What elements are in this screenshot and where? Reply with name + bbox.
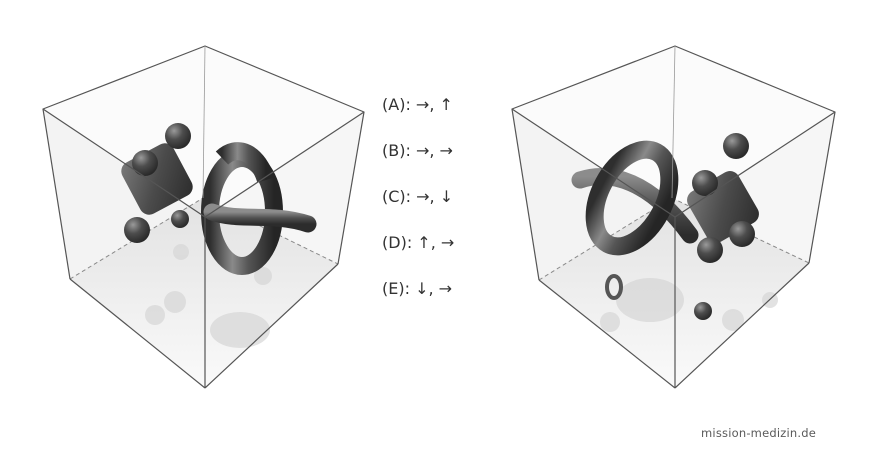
floor-shadows — [600, 278, 778, 332]
option-letter: (D) — [382, 233, 407, 252]
torus-with-tube — [571, 140, 699, 256]
torus-with-tube — [201, 142, 317, 275]
small-ring — [605, 274, 623, 300]
option-a[interactable]: (A): →, ↑ — [382, 95, 453, 114]
cube-edges — [511, 45, 836, 389]
answer-options: (A): →, ↑ (B): →, → (C): →, ↓ (D): ↑, → … — [382, 94, 492, 324]
left-cube-figure — [42, 45, 365, 389]
option-rotation: ↑, → — [417, 233, 455, 252]
floor-shadows — [145, 244, 272, 348]
option-letter: (B) — [382, 141, 406, 160]
option-rotation: →, ↓ — [416, 187, 454, 206]
option-letter: (E) — [382, 279, 405, 298]
ball-and-box-molecule — [687, 133, 759, 263]
option-d[interactable]: (D): ↑, → — [382, 233, 455, 252]
option-b[interactable]: (B): →, → — [382, 141, 453, 160]
cube-edges — [42, 45, 365, 389]
option-letter: (C) — [382, 187, 406, 206]
small-ball — [694, 302, 712, 320]
option-rotation: →, → — [415, 141, 453, 160]
option-e[interactable]: (E): ↓, → — [382, 279, 453, 298]
option-rotation: ↓, → — [415, 279, 453, 298]
option-c[interactable]: (C): →, ↓ — [382, 187, 454, 206]
option-letter: (A) — [382, 95, 406, 114]
watermark: mission-medizin.de — [701, 426, 816, 440]
option-rotation: →, ↑ — [415, 95, 453, 114]
right-cube-figure — [511, 45, 836, 389]
